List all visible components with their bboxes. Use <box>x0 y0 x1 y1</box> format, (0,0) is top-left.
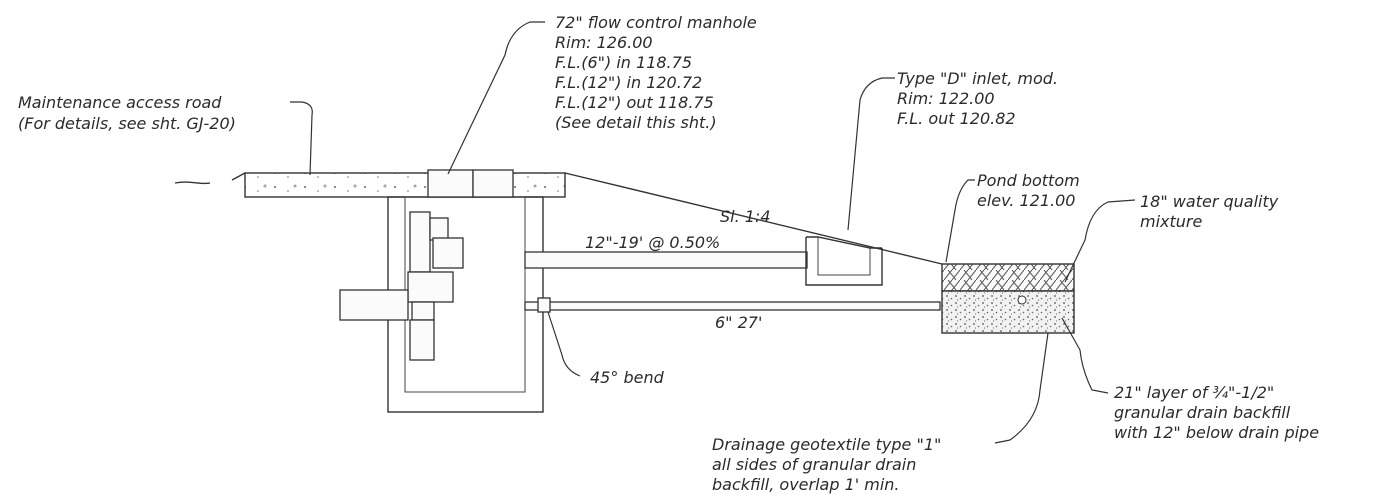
pipe-12in <box>524 251 808 269</box>
label-manhole: 72" flow control manhole Rim: 126.00 F.L… <box>555 13 762 132</box>
label-inlet: Type "D" inlet, mod. Rim: 122.00 F.L. ou… <box>897 69 1063 128</box>
label-road: Maintenance access road (For details, se… <box>18 93 236 133</box>
leader-granular <box>1061 317 1109 394</box>
bend-stub <box>537 297 551 313</box>
label-bend: 45° bend <box>590 368 665 387</box>
leader-road <box>290 101 313 176</box>
leader-pond <box>945 179 975 263</box>
label-granular: 21" layer of ¾"-1/2" granular drain back… <box>1114 383 1319 442</box>
water-quality-layer <box>941 263 1075 292</box>
leader-manhole <box>447 21 545 175</box>
flow-control-manhole <box>387 169 544 413</box>
pipe-6in <box>524 301 941 311</box>
label-pipe-12: 12"-19' @ 0.50% <box>585 233 720 252</box>
label-pipe-6: 6" 27' <box>715 313 762 332</box>
leader-water <box>1064 199 1136 283</box>
label-slope: Sl. 1:4 <box>720 207 771 226</box>
label-pond-bottom: Pond bottom elev. 121.00 <box>977 171 1085 210</box>
leader-geotextile <box>994 332 1049 444</box>
leader-bend <box>547 311 581 377</box>
outlet-pipe-left <box>339 289 409 321</box>
granular-drain-layer <box>941 290 1075 334</box>
slope-line <box>564 172 943 265</box>
type-d-inlet <box>805 236 883 286</box>
drain-pipe-end <box>1017 295 1027 305</box>
ground-line <box>231 172 246 181</box>
leader-inlet <box>847 77 895 231</box>
access-road-slab <box>244 172 566 198</box>
ground-line-left <box>174 181 211 185</box>
label-geotextile: Drainage geotextile type "1" all sides o… <box>712 435 946 494</box>
label-water-quality: 18" water quality mixture <box>1140 192 1283 231</box>
